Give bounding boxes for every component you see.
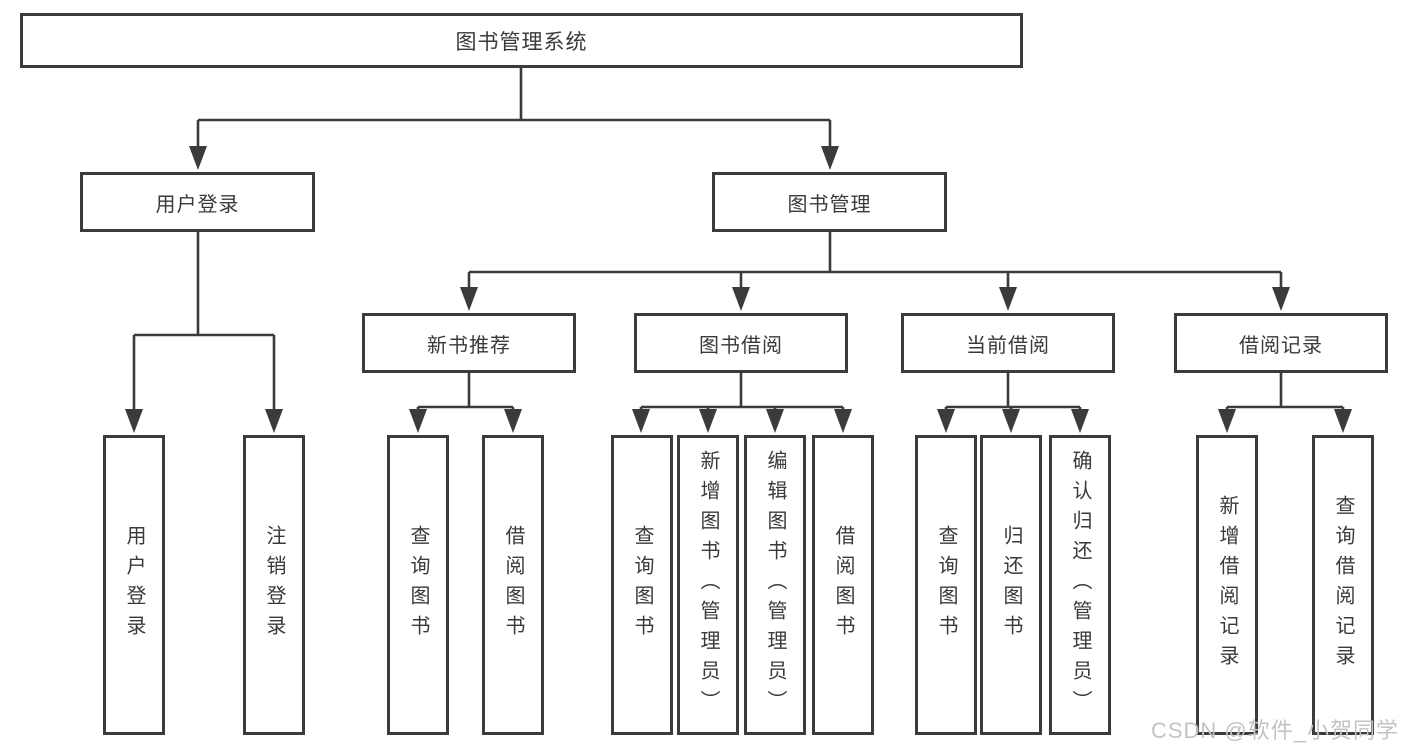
connector-new-book-recommend-to-leaves [409,373,522,433]
node-library-management-system: 图书管理系统 [20,13,1023,68]
connector-book-management-to-level3 [460,232,1290,311]
connector-current-borrow-to-leaves [937,373,1089,433]
leaf-borrow-books: 借阅图书 [812,435,874,735]
leaf-add-book-admin: 新增图书（管理员） [677,435,739,735]
connector-user-login-to-leaves [125,232,283,433]
node-current-borrow: 当前借阅 [901,313,1115,373]
node-user-login: 用户登录 [80,172,315,232]
leaf-query-books-borrow: 查询图书 [611,435,673,735]
leaf-query-books-current: 查询图书 [915,435,977,735]
node-borrow-records: 借阅记录 [1174,313,1388,373]
node-book-management: 图书管理 [712,172,947,232]
leaf-query-books-recommend: 查询图书 [387,435,449,735]
leaf-user-login: 用户登录 [103,435,165,735]
leaf-return-book: 归还图书 [980,435,1042,735]
connector-book-borrow-to-leaves [632,373,852,433]
node-book-borrow: 图书借阅 [634,313,848,373]
node-new-book-recommend: 新书推荐 [362,313,576,373]
leaf-query-borrow-record: 查询借阅记录 [1312,435,1374,735]
leaf-borrow-books-recommend: 借阅图书 [482,435,544,735]
connector-borrow-records-to-leaves [1218,373,1352,433]
leaf-add-borrow-record: 新增借阅记录 [1196,435,1258,735]
connector-root-to-level2 [189,68,839,170]
leaf-edit-book-admin: 编辑图书（管理员） [744,435,806,735]
leaf-confirm-return-admin: 确认归还（管理员） [1049,435,1111,735]
leaf-logout: 注销登录 [243,435,305,735]
